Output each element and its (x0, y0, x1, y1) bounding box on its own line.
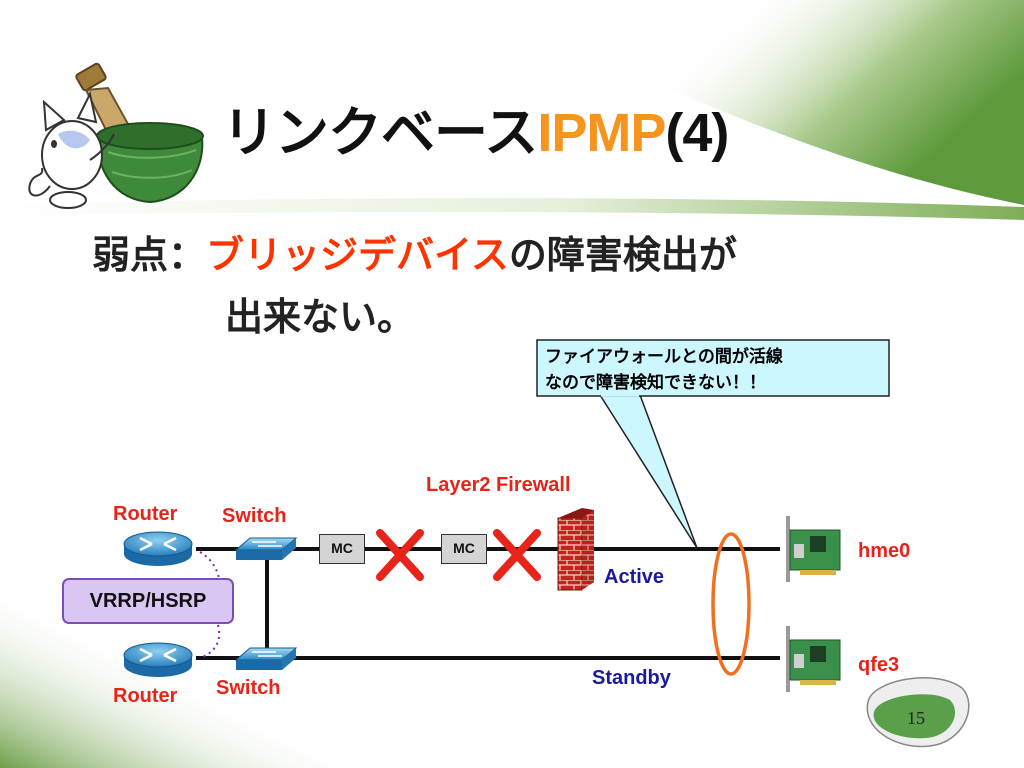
page-number: 15 (907, 708, 925, 728)
switch-icon (234, 647, 298, 670)
weakness-text: 弱点：ブリッジデバイスの障害検出が (92, 233, 737, 277)
fault-x-icon (493, 529, 541, 581)
callout-text: ファイアウォールとの間が活線 なので障害検知できない！！ (545, 347, 783, 393)
ipmp-group-ellipse (711, 532, 751, 676)
media-converter-1: MC (319, 534, 365, 564)
media-converter-2: MC (441, 534, 487, 564)
router-top-label: Router (113, 503, 178, 525)
callout-pointer (598, 394, 698, 549)
page-title: リンクベースIPMP(4) (222, 101, 729, 164)
router-bottom-label: Router (113, 685, 178, 707)
callout-box (536, 339, 890, 397)
firewall-icon (557, 508, 594, 591)
nic-qfe3-label: qfe3 (858, 654, 900, 676)
firewall-label: Layer2 Firewall (426, 474, 571, 496)
standby-label: Standby (592, 667, 671, 689)
active-label: Active (604, 566, 665, 588)
fault-x-icon (376, 529, 424, 581)
switch-icon (234, 537, 298, 560)
network-card-icon (786, 516, 841, 582)
router-icon (123, 642, 193, 677)
title-accent: IPMP (537, 103, 666, 163)
router-icon (123, 531, 193, 566)
vrrp-hsrp-box: VRRP/HSRP (62, 578, 234, 624)
network-card-icon (786, 626, 841, 692)
switch-bottom-label: Switch (216, 677, 281, 699)
switch-top-label: Switch (222, 505, 287, 527)
cat-mascot-icon (28, 62, 204, 209)
weakness-text-line2: 出来ない。 (225, 295, 416, 339)
weakness-highlight: ブリッジデバイス (206, 233, 509, 277)
nic-hme0-label: hme0 (858, 540, 911, 562)
